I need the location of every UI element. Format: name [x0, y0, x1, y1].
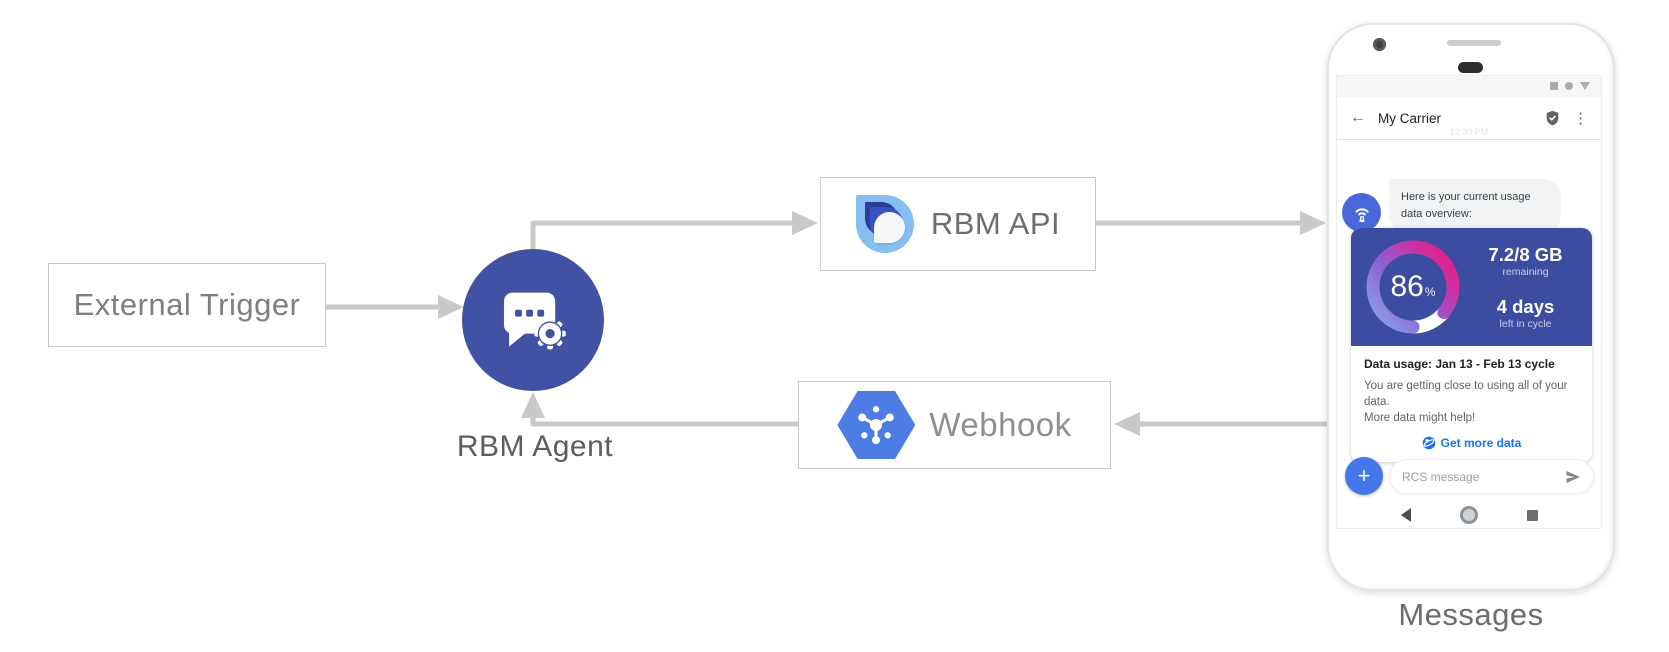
node-webhook: Webhook [798, 381, 1111, 469]
get-more-data-button[interactable]: Get more data [1364, 436, 1579, 450]
arrowhead-right-3 [1300, 211, 1326, 235]
bot-message-bubble: Here is your current usage data overview… [1389, 179, 1561, 233]
back-arrow-icon[interactable]: ← [1350, 109, 1366, 126]
status-square-icon [1550, 82, 1558, 90]
messages-app-label: Messages [1398, 597, 1544, 632]
rcs-message-input[interactable]: RCS message [1389, 459, 1594, 494]
webhook-label: Webhook [929, 406, 1072, 443]
webhook-hexagon-icon [837, 391, 916, 459]
data-remaining-label: remaining [1502, 266, 1549, 278]
usage-card-bottom: Data usage: Jan 13 - Feb 13 cycle You ar… [1351, 346, 1592, 462]
status-signal-icon [1580, 82, 1590, 90]
arrow-webhook-to-agent [530, 416, 798, 427]
nav-recents-icon[interactable] [1526, 509, 1538, 521]
usage-card-title: Data usage: Jan 13 - Feb 13 cycle [1364, 357, 1555, 371]
earpiece-speaker-icon [1447, 40, 1501, 46]
earpiece-slot-icon [1458, 62, 1483, 73]
rbm-api-label: RBM API [930, 206, 1061, 241]
node-rbm-agent [462, 249, 604, 391]
agent-avatar-icon [1342, 193, 1381, 232]
node-external-trigger: External Trigger [48, 263, 326, 347]
overflow-menu-icon[interactable]: ⋮ [1573, 110, 1588, 127]
nav-home-icon[interactable] [1459, 506, 1478, 524]
message-timestamp: 12:30 PM [1449, 127, 1489, 137]
days-left-label: left in cycle [1499, 318, 1552, 330]
rbm-api-logo-icon [855, 195, 914, 253]
hub-spoke-icon [858, 406, 895, 445]
arrowhead-up-5 [521, 392, 545, 418]
status-dot-icon [1565, 82, 1573, 90]
conversation-title: My Carrier [1378, 110, 1441, 126]
arrow-agent-to-api [530, 220, 794, 254]
usage-stats: 7.2/8 GB remaining 4 days left in cycle [1463, 228, 1588, 346]
globe-icon [1422, 436, 1435, 450]
arrowhead-left-4 [1114, 412, 1140, 436]
rcs-input-placeholder: RCS message [1402, 469, 1480, 484]
usage-card: 86% 7.2/8 GB remaining 4 days left in cy… [1351, 228, 1592, 462]
phone-screen: ← My Carrier ⋮ 12:30 PM [1336, 75, 1602, 529]
usage-card-top: 86% 7.2/8 GB remaining 4 days left in cy… [1351, 228, 1592, 346]
verified-shield-icon [1545, 110, 1560, 126]
send-icon[interactable] [1565, 470, 1581, 484]
external-trigger-label: External Trigger [73, 287, 301, 322]
front-camera-icon [1373, 38, 1386, 51]
phone-mockup: ← My Carrier ⋮ 12:30 PM [1327, 23, 1615, 591]
android-nav-bar [1337, 502, 1601, 528]
usage-card-body-line1: You are getting close to using all of yo… [1364, 380, 1568, 408]
node-rbm-api: RBM API [820, 177, 1096, 271]
add-attachment-button[interactable]: + [1345, 457, 1383, 495]
rbm-agent-label: RBM Agent [456, 430, 614, 463]
get-more-data-label: Get more data [1440, 436, 1522, 450]
usage-gauge: 86% [1363, 237, 1463, 337]
nav-back-icon[interactable] [1400, 508, 1411, 522]
status-bar [1337, 76, 1601, 97]
conversation-header: ← My Carrier ⋮ [1337, 97, 1601, 139]
days-left-value: 4 days [1496, 296, 1555, 317]
gear-icon [534, 317, 566, 350]
gauge-percent: 86% [1390, 270, 1436, 303]
chat-gear-icon [503, 292, 566, 350]
header-divider [1337, 139, 1601, 140]
arrowhead-right-1 [438, 295, 464, 319]
usage-card-body-line2: More data might help! [1364, 412, 1476, 424]
arrowhead-right-2 [792, 211, 818, 235]
data-remaining-value: 7.2/8 GB [1488, 244, 1563, 265]
